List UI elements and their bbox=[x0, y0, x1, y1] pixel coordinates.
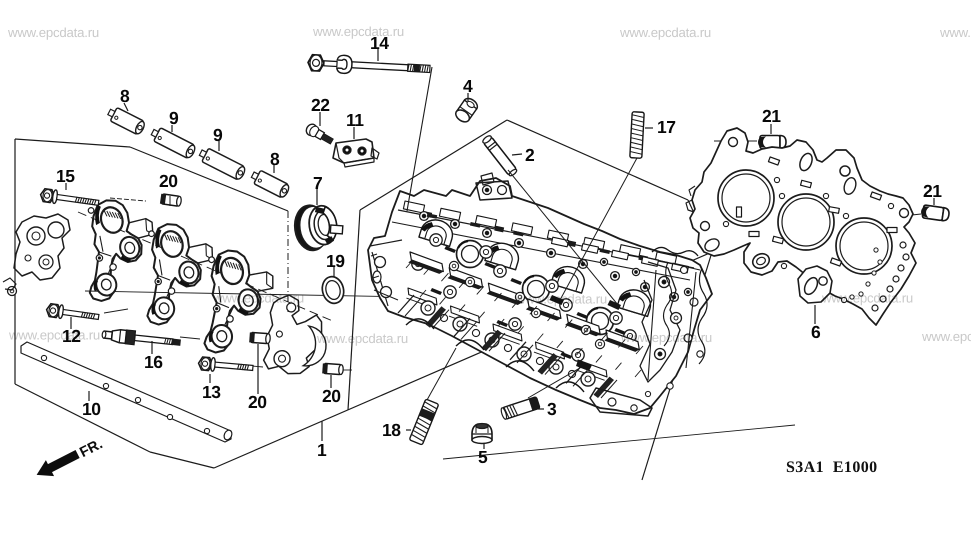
svg-text:1: 1 bbox=[317, 440, 327, 460]
svg-text:www.epcdata.ru: www.epcdata.ru bbox=[821, 291, 913, 306]
svg-text:www.epcdata.ru: www.epcdata.ru bbox=[620, 330, 712, 345]
svg-text:8: 8 bbox=[270, 149, 280, 169]
svg-text:3: 3 bbox=[547, 399, 557, 419]
svg-text:www.epcdata.ru: www.epcdata.ru bbox=[515, 292, 607, 307]
svg-text:18: 18 bbox=[382, 420, 401, 440]
svg-text:www.epcdata.ru: www.epcdata.ru bbox=[212, 291, 304, 306]
svg-text:7: 7 bbox=[313, 173, 322, 193]
svg-text:20: 20 bbox=[248, 392, 267, 412]
svg-text:15: 15 bbox=[56, 166, 75, 186]
svg-text:S3A1 E1000: S3A1 E1000 bbox=[786, 459, 878, 476]
svg-text:9: 9 bbox=[169, 108, 179, 128]
svg-text:www.epcdata.ru: www.epcdata.ru bbox=[619, 25, 711, 40]
svg-text:11: 11 bbox=[346, 110, 364, 130]
svg-text:21: 21 bbox=[762, 106, 781, 126]
svg-text:www.epcdata.ru: www.epcdata.ru bbox=[921, 329, 971, 344]
svg-text:12: 12 bbox=[62, 326, 81, 346]
svg-text:17: 17 bbox=[657, 117, 675, 137]
svg-text:www.epcdata.ru: www.epcdata.ru bbox=[939, 25, 971, 40]
svg-text:9: 9 bbox=[213, 125, 223, 145]
svg-text:www.epcdata.ru: www.epcdata.ru bbox=[312, 24, 404, 39]
svg-text:8: 8 bbox=[120, 86, 130, 106]
svg-text:6: 6 bbox=[811, 322, 821, 342]
svg-text:16: 16 bbox=[144, 352, 163, 372]
svg-text:4: 4 bbox=[463, 76, 473, 96]
svg-text:www.epcdata.ru: www.epcdata.ru bbox=[8, 328, 100, 343]
svg-text:21: 21 bbox=[923, 181, 942, 201]
svg-text:2: 2 bbox=[525, 145, 535, 165]
svg-text:www.epcdata.ru: www.epcdata.ru bbox=[316, 331, 408, 346]
svg-text:20: 20 bbox=[159, 171, 178, 191]
svg-text:www.epcdata.ru: www.epcdata.ru bbox=[7, 25, 99, 40]
svg-text:20: 20 bbox=[322, 386, 341, 406]
svg-text:5: 5 bbox=[478, 447, 488, 467]
svg-text:13: 13 bbox=[202, 382, 221, 402]
svg-text:22: 22 bbox=[311, 95, 330, 115]
svg-text:14: 14 bbox=[370, 33, 389, 53]
svg-text:19: 19 bbox=[326, 251, 345, 271]
svg-text:10: 10 bbox=[82, 399, 101, 419]
